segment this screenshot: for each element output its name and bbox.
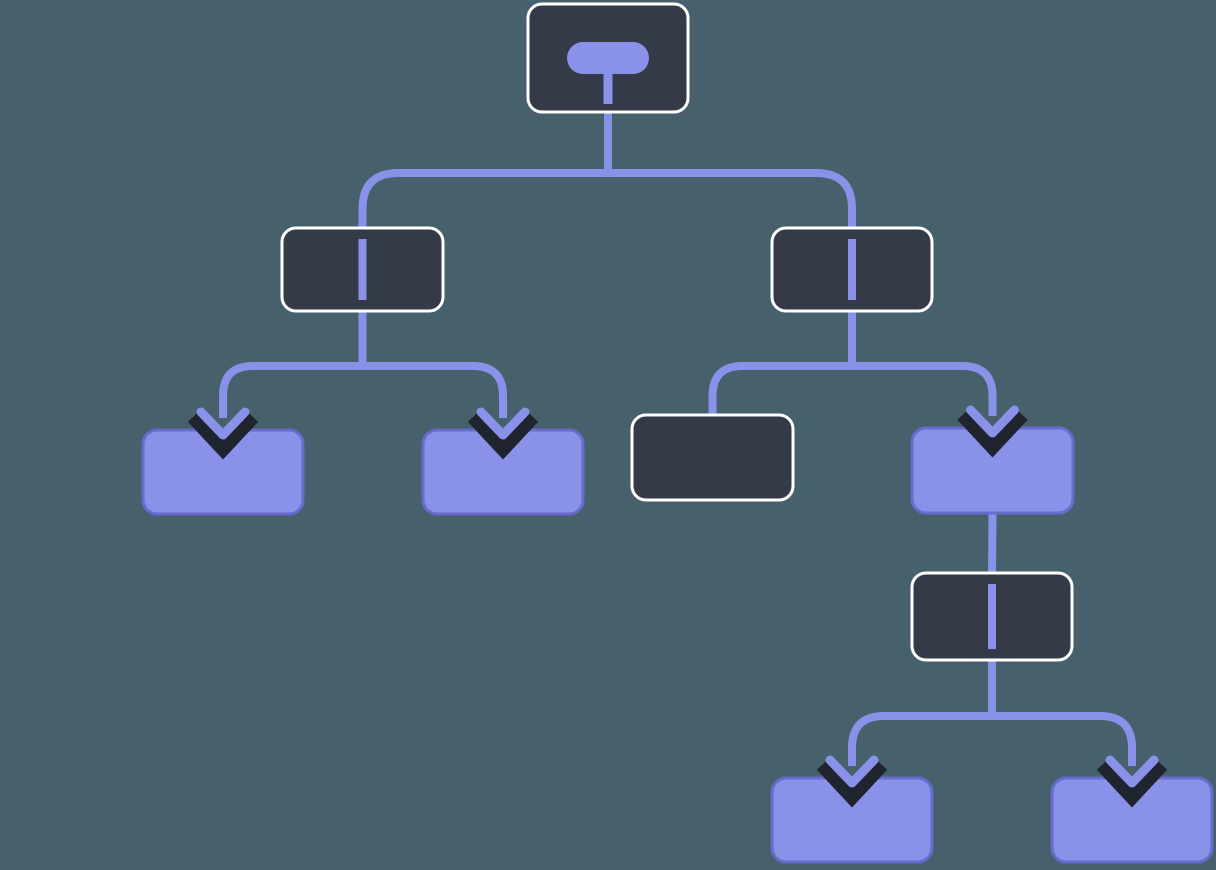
arrow-shadow-chevron [1096, 758, 1168, 808]
arrow-shadow-chevron [187, 410, 259, 460]
arrow-head-chevron [825, 755, 879, 788]
arrow-shadow-chevron [957, 408, 1028, 458]
pill-icon-stem [603, 70, 613, 104]
arrow-head-chevron [196, 407, 250, 440]
node-box-dark [630, 413, 795, 502]
connector-edge-branch-right [708, 311, 997, 419]
connector-edge-root [358, 112, 856, 232]
vertical-line-icon [358, 239, 367, 300]
tree-node-branch-left [280, 226, 445, 313]
connector-edge-branch-left [219, 311, 507, 418]
arrow-down-icon [1096, 755, 1168, 808]
arrow-head-chevron [966, 405, 1019, 438]
vertical-line-icon [848, 239, 856, 300]
tree-node-branch-right [770, 226, 934, 313]
connector-edge-mid-right-target [988, 512, 997, 578]
arrow-down-icon [467, 407, 539, 460]
pill-icon-body [567, 42, 649, 74]
arrow-shadow-chevron [467, 410, 539, 460]
tree-node-branch-bottom [910, 571, 1074, 662]
arrow-shadow-chevron [816, 758, 888, 808]
tree-node-mid-right-plain [630, 413, 795, 502]
arrow-down-icon [816, 755, 888, 808]
arrow-down-icon [187, 407, 259, 460]
tree-node-root [526, 2, 690, 114]
pill-icon [567, 42, 649, 104]
arrow-head-chevron [1105, 755, 1159, 788]
arrow-head-chevron [476, 407, 530, 440]
vertical-line-icon [988, 584, 996, 649]
arrow-down-icon [957, 405, 1028, 458]
connector-edge-branch-bottom [848, 660, 1136, 766]
